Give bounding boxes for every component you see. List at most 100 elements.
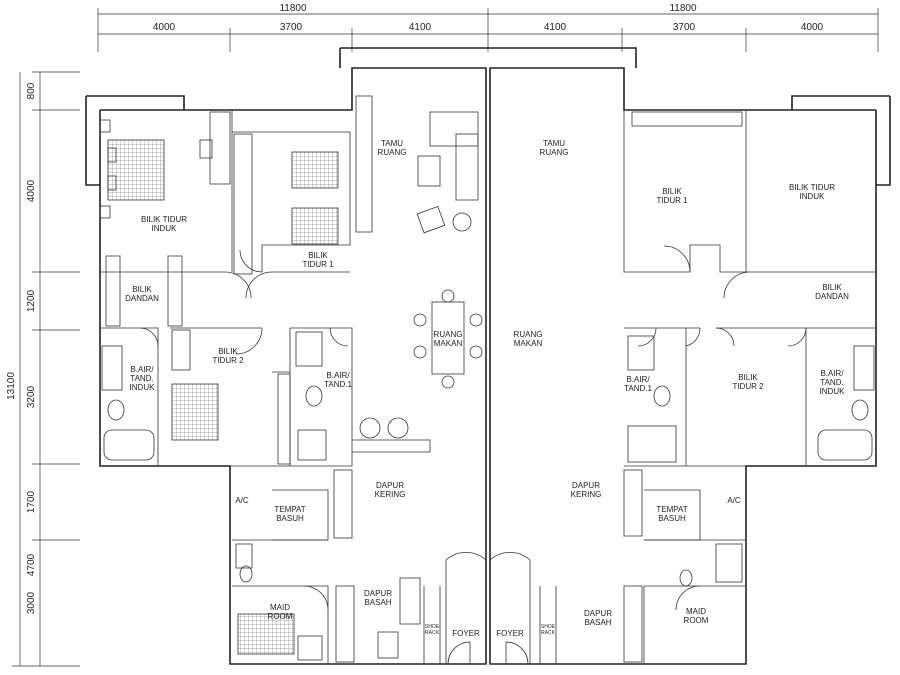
stove-icon bbox=[377, 631, 399, 659]
top-dimensions: 11800 11800 4000 3700 4100 4100 3700 400… bbox=[97, 3, 879, 52]
dim-left-1: 800 bbox=[26, 82, 37, 99]
label-bedroom-2-line2: TIDUR 2 bbox=[212, 356, 244, 365]
dim-top-total-left: 11800 bbox=[279, 3, 307, 14]
label-r-bedroom-2-line2: TIDUR 2 bbox=[732, 382, 764, 391]
label-r-dining-line2: MAKAN bbox=[514, 339, 543, 348]
toilet-icon bbox=[107, 399, 125, 421]
label-r-maid-room-line2: ROOM bbox=[684, 616, 709, 625]
dim-top-total-right: 11800 bbox=[669, 3, 697, 14]
label-r-dressing-line1: BILIK bbox=[822, 283, 842, 292]
dressing-wardrobe-2 bbox=[167, 255, 183, 327]
toilet-right-master-icon bbox=[851, 399, 869, 421]
label-shoe-rack-left-line2: RACK bbox=[425, 630, 440, 636]
bed-2-icon bbox=[171, 383, 219, 441]
tv-cabinet-icon bbox=[355, 95, 373, 233]
dim-top-left-3: 4100 bbox=[409, 22, 432, 33]
room-labels-left: BILIK TIDUR INDUK BILIK DANDAN BILIK TID… bbox=[125, 139, 480, 638]
label-r-master-line1: BILIK TIDUR bbox=[789, 183, 835, 192]
label-r-maid-room-line1: MAID bbox=[686, 607, 706, 616]
toilet-1-icon bbox=[305, 385, 323, 407]
label-r-bedroom-2-line1: BILIK bbox=[738, 373, 758, 382]
label-dry-kitchen-line2: KERING bbox=[375, 490, 406, 499]
label-r-dressing-line2: DANDAN bbox=[815, 292, 849, 301]
label-master-bedroom-line2: INDUK bbox=[152, 224, 178, 233]
walls bbox=[85, 47, 891, 665]
label-r-master-bath-line1: B.AIR/ bbox=[820, 369, 844, 378]
maid-bed-icon bbox=[237, 613, 295, 655]
label-r-bath-1-line2: TAND.1 bbox=[624, 384, 652, 393]
label-r-dry-kitchen-line1: DAPUR bbox=[572, 481, 600, 490]
label-master-bedroom-line1: BILIK TIDUR bbox=[141, 215, 187, 224]
dim-left-2: 4000 bbox=[26, 179, 37, 202]
bar-stool-2 bbox=[387, 417, 409, 439]
label-r-living-line2: RUANG bbox=[540, 148, 569, 157]
label-bath-1-line2: TAND.1 bbox=[324, 380, 352, 389]
bed-1b-icon bbox=[291, 207, 339, 245]
dim-top-right-3: 4000 bbox=[801, 22, 824, 33]
dim-left-5: 1700 bbox=[26, 490, 37, 513]
label-foyer-left: FOYER bbox=[452, 629, 480, 638]
label-r-master-line2: INDUK bbox=[800, 192, 826, 201]
sofa-icon bbox=[429, 111, 479, 147]
armchair-icon bbox=[416, 205, 446, 234]
label-r-laundry-line2: BASUH bbox=[658, 514, 686, 523]
label-ac-left: A/C bbox=[235, 496, 249, 505]
label-r-wet-kitchen-line1: DAPUR bbox=[584, 609, 612, 618]
label-r-wet-kitchen-line2: BASAH bbox=[584, 618, 611, 627]
label-r-bedroom-1-line1: BILIK bbox=[662, 187, 682, 196]
label-master-bath-line3: INDUK bbox=[130, 383, 156, 392]
label-dining-line1: RUANG bbox=[434, 330, 463, 339]
dim-left-3: 1200 bbox=[26, 289, 37, 312]
door-swings bbox=[139, 245, 807, 665]
label-bath-1-line1: B.AIR/ bbox=[326, 371, 350, 380]
sink-icon bbox=[295, 331, 323, 367]
label-living-line2: RUANG bbox=[378, 148, 407, 157]
label-r-bedroom-1-line2: TIDUR 1 bbox=[656, 196, 688, 205]
bathtub-right-icon bbox=[817, 429, 873, 461]
left-dimensions: 800 4000 1200 3200 1700 3000 4700 13100 bbox=[6, 71, 80, 667]
toilet-right-1-icon bbox=[653, 385, 671, 407]
label-r-ac: A/C bbox=[727, 496, 741, 505]
dim-top-right-1: 4100 bbox=[544, 22, 567, 33]
label-master-bath-line1: B.AIR/ bbox=[130, 365, 154, 374]
label-r-shoe-rack-line1: SHOE bbox=[541, 624, 556, 630]
furniture-left bbox=[99, 95, 483, 663]
dim-left-6: 3000 bbox=[26, 591, 37, 614]
dim-left-4: 3200 bbox=[26, 385, 37, 408]
label-r-shoe-rack-line2: RACK bbox=[541, 630, 556, 636]
label-laundry-line2: BASUH bbox=[276, 514, 304, 523]
label-living-line1: TAMU bbox=[381, 139, 403, 148]
label-bedroom-1-line1: BILIK bbox=[308, 251, 328, 260]
bar-stool-1 bbox=[359, 417, 381, 439]
label-maid-room-line2: ROOM bbox=[268, 612, 293, 621]
label-r-living-line1: TAMU bbox=[543, 139, 565, 148]
label-r-laundry-line1: TEMPAT bbox=[656, 505, 687, 514]
label-dressing-line1: BILIK bbox=[132, 285, 152, 294]
label-wet-kitchen-line1: DAPUR bbox=[364, 589, 392, 598]
label-master-bath-line2: TAND. bbox=[130, 374, 153, 383]
label-bedroom-1-line2: TIDUR 1 bbox=[302, 260, 334, 269]
label-dining-line2: MAKAN bbox=[434, 339, 463, 348]
dim-top-left-1: 4000 bbox=[153, 22, 176, 33]
label-r-master-bath-line3: INDUK bbox=[820, 387, 846, 396]
label-shoe-rack-left-line1: SHOE bbox=[425, 624, 440, 630]
label-maid-room-line1: MAID bbox=[270, 603, 290, 612]
label-wet-kitchen-line2: BASAH bbox=[364, 598, 391, 607]
bathtub-icon bbox=[103, 429, 155, 461]
furniture-right bbox=[623, 111, 875, 663]
dim-left-subtotal: 4700 bbox=[26, 553, 37, 576]
label-r-dry-kitchen-line2: KERING bbox=[571, 490, 602, 499]
dim-top-left-2: 3700 bbox=[280, 22, 303, 33]
label-dry-kitchen-line1: DAPUR bbox=[376, 481, 404, 490]
kitchen-counter-1 bbox=[333, 469, 353, 539]
room-labels-right: TAMU RUANG BILIK TIDUR 1 BILIK TIDUR IND… bbox=[496, 139, 849, 638]
label-r-bath-1-line1: B.AIR/ bbox=[626, 375, 650, 384]
vanity-icon bbox=[101, 345, 123, 391]
label-laundry-line1: TEMPAT bbox=[274, 505, 305, 514]
label-r-foyer: FOYER bbox=[496, 629, 524, 638]
master-bed-icon bbox=[107, 139, 165, 201]
dim-left-total: 13100 bbox=[6, 372, 17, 400]
label-r-master-bath-line2: TAND. bbox=[820, 378, 843, 387]
dim-top-right-2: 3700 bbox=[673, 22, 696, 33]
